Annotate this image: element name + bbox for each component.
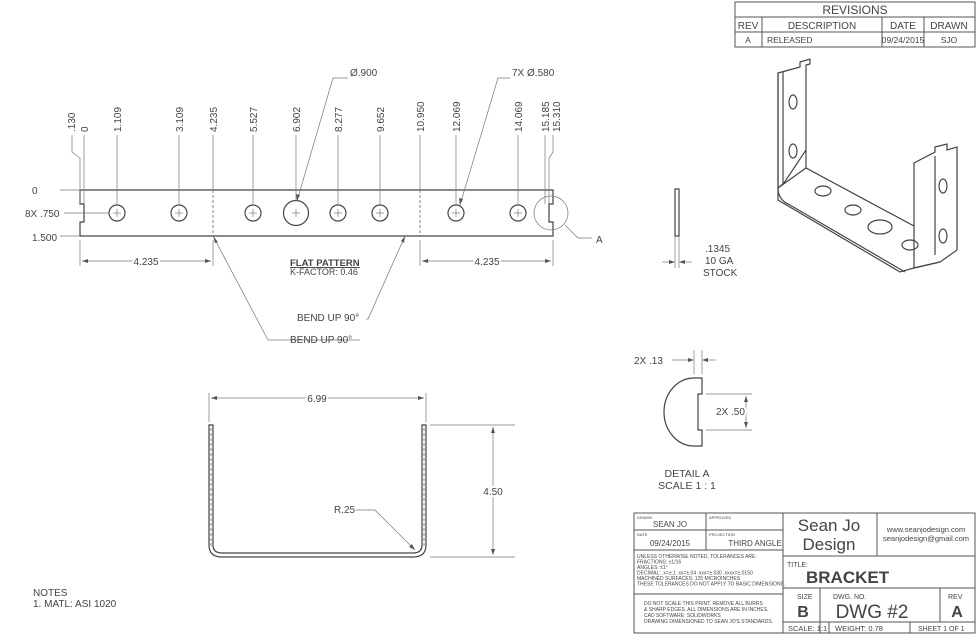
drawn-label: DRAWN [637,515,652,520]
y-ordinate-bottom: 1.500 [32,233,57,244]
ord-label: 5.527 [249,107,260,132]
bend-note-right: BEND UP 90° [297,313,359,324]
y-ordinate-zero: 0 [32,186,38,197]
drawn-by: SEAN JO [653,520,687,529]
scale-value: SCALE: 1:1 [788,624,827,633]
y-ordinate-holes: 8X .750 [25,209,60,220]
width-dim: 6.99 [307,394,327,405]
tolerance-line: FRACTIONS: ±1/16 [637,560,681,566]
projection-label: PROJECTION [709,532,735,537]
seg-right-dim: 4.235 [474,257,499,268]
company-name-line1: Sean Jo [798,516,860,535]
size-label: SIZE [797,594,813,601]
detail-a-view: 2X .13 2X .50 DETAIL A SCALE 1 : 1 [634,350,752,492]
ord-label: 6.902 [292,107,303,132]
ord-label: 0 [80,126,91,132]
seg-left-dim: 4.235 [133,257,158,268]
revisions-title: REVISIONS [822,3,887,17]
approved-label: APPROVED [709,515,731,520]
ordinate-extensions [60,135,554,237]
ord-label: 14.069 [514,101,525,132]
height-dim: 4.50 [483,487,503,498]
drawing-date: 09/24/2015 [650,539,691,548]
sheet-value: SHEET 1 OF 1 [918,626,965,633]
hole-large [282,199,310,227]
front-view-outline [208,424,427,558]
ord-label: 4.235 [209,107,220,132]
notes: NOTES 1. MATL: ASI 1020 [33,588,117,610]
detail-label: DETAIL A [665,468,710,480]
tolerance-line: DECIMAL: .x=±.1 .xx=±.04 .xxx=±.030 .xxx… [637,571,753,577]
isometric-view [777,58,958,273]
drawn-cell: SJO [941,35,958,45]
revisions-table: REVISIONS REV DESCRIPTION DATE DRAWN A R… [734,1,976,48]
bend-note-left: BEND UP 90° [290,335,352,346]
date-label: DATE [637,532,648,537]
projection-value: THIRD ANGLE [728,539,781,548]
edge-view: .1345 10 GA STOCK [662,188,738,279]
tolerance-line: MACHINED SURFACES: 125 MICROINCHES [637,576,741,582]
company-website: www.seanjodesign.com [886,525,965,534]
detail-dim-top: 2X .13 [634,356,663,367]
note-line: DRAWING DIMENSIONED TO SEAN JO'S STANDAR… [644,619,773,625]
note-line: DO NOT SCALE THIS PRINT. REMOVE ALL BURR… [644,601,763,607]
large-hole-callout: Ø.900 [350,68,378,79]
front-view: 6.99 4.50 R.25 [208,392,515,558]
ord-label: 12.069 [452,101,463,132]
flat-pattern-view: .130 0 1.109 3.109 4.235 5.527 6.902 8.2… [25,68,603,346]
size-value: B [797,604,809,621]
small-holes-callout: 7X Ø.580 [512,68,555,79]
date-cell: 09/24/2015 [882,35,925,45]
ord-label: 1.109 [113,107,124,132]
detail-scale: SCALE 1 : 1 [658,480,716,492]
detail-a-circle [533,195,569,231]
ord-label: .130 [67,112,78,132]
rev-value: A [951,604,963,621]
detail-a-outline [663,377,703,447]
description-header: DESCRIPTION [788,21,856,32]
company-name-line2: Design [803,535,856,554]
notes-item: 1. MATL: ASI 1020 [33,599,117,610]
ord-label: 3.109 [175,107,186,132]
gauge-label: 10 GA [705,256,734,267]
title-block: DRAWN APPROVED SEAN JO DATE PROJECTION 0… [633,512,976,634]
drawn-header: DRAWN [930,21,967,32]
tolerance-line: THESE TOLERANCES DO NOT APPLY TO BASIC D… [637,582,785,588]
date-header: DATE [890,21,916,32]
tolerance-line: UNLESS OTHERWISE NOTED, TOLERANCES ARE: [637,554,757,560]
ord-label: 8.277 [334,107,345,132]
flat-pattern-outline [79,189,554,237]
flat-pattern-title: FLAT PATTERN [290,258,360,269]
dwg-number: DWG #2 [836,602,909,623]
notes-title: NOTES [33,588,68,599]
dwg-label: DWG. NO. [833,594,866,601]
ord-label: 15.185 [541,101,552,132]
company-email: seanjodesign@gmail.com [883,534,969,543]
ord-label: 10.950 [416,101,427,132]
description-cell: RELEASED [767,35,812,45]
radius-dim: R.25 [334,505,356,516]
title-label: TITLE: [787,562,808,569]
note-line: & SHARP EDGES. ALL DIMENSIONS ARE IN INC… [644,607,768,613]
tolerance-line: ANGLES: ±1° [637,565,668,571]
detail-a-callout: A [596,235,603,246]
ord-label: 15.310 [552,101,563,132]
note-line: CAD SOFTWARE: SOLIDWORKS [644,613,721,619]
rev-label: REV [948,594,963,601]
rev-cell: A [745,35,751,45]
ord-label: 9.652 [376,107,387,132]
stock-label: STOCK [703,268,738,279]
rev-header: REV [738,21,759,32]
detail-dim-right: 2X .50 [716,407,745,418]
drawing-title: BRACKET [806,568,890,587]
weight-value: WEIGHT: 0.78 [835,624,883,633]
k-factor: K-FACTOR: 0.46 [290,267,358,277]
thickness-dim: .1345 [705,244,730,255]
holes [108,199,527,227]
